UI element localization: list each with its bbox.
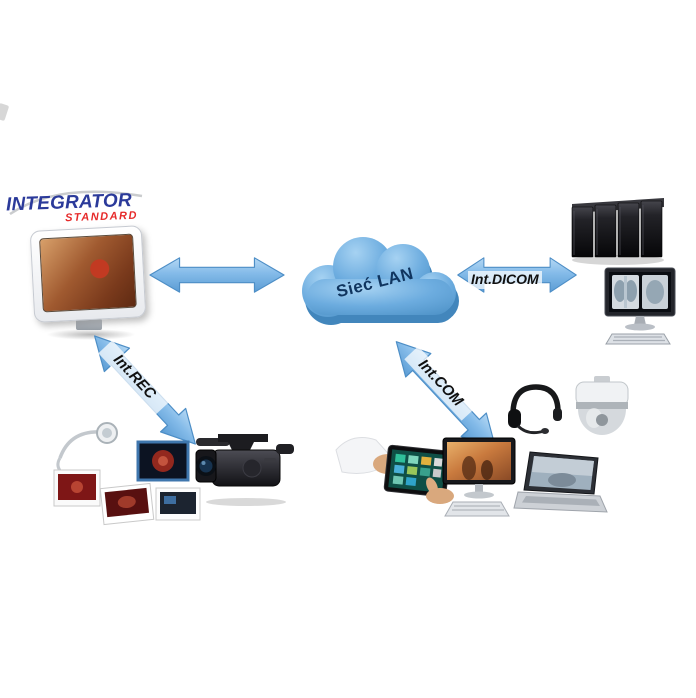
keyboard-icon [605,333,671,345]
endoscopy-images-icon [53,422,201,526]
server-rack-icon [571,198,664,265]
surgical-lamp-icon [56,422,118,475]
integrator-logo: INTEGRATOR STANDARD [6,186,148,232]
tablet-workstation-icon [29,225,147,323]
tablet-screen-surgical-image [39,233,137,313]
radiology-workstation [600,267,680,350]
xray-monitor-icon [604,267,676,345]
camcorder-icon [195,434,294,506]
dicom-server [566,194,670,266]
headset-icon [508,384,562,435]
arrow-workstation-lan [148,254,286,296]
dome-camera-icon [575,376,629,435]
logo-swoosh-icon [9,190,143,216]
tablet-in-hands [335,416,458,508]
lan-cloud: Sieć LAN [283,233,465,337]
camcorder [195,428,296,508]
integrator-workstation [29,225,150,342]
scan-artifact [0,102,10,122]
laptop-icon [513,451,608,513]
headset [506,382,564,436]
double-arrow-icon [149,257,285,293]
tablet-shadow [46,329,136,340]
recording-sources [52,420,207,528]
cloud-icon [302,237,459,325]
label-int-dicom: Int.DICOM [468,271,542,289]
laptop [513,450,608,526]
dome-camera [566,376,638,444]
keyboard-icon [444,501,510,517]
desktop-monitor [441,437,517,522]
desktop-monitor-icon [442,437,516,517]
tablet-in-hands-icon [335,437,454,504]
tablet-stand [76,319,102,330]
